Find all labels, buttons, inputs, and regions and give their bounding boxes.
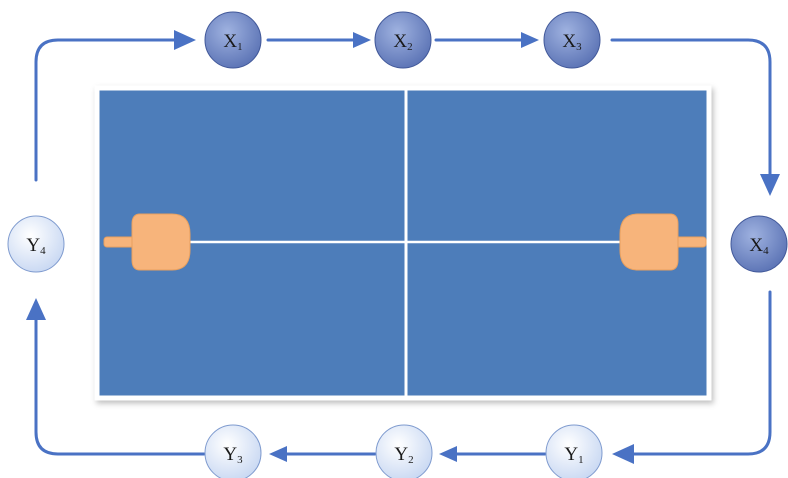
arrow-y4-to-x1 bbox=[34, 38, 182, 182]
arrow-head-x2-to-x3 bbox=[521, 32, 539, 48]
node-x4: X4 bbox=[730, 215, 788, 273]
node-y4-letter: Y bbox=[26, 235, 40, 256]
arrow-head-y2-to-y3 bbox=[269, 446, 287, 462]
node-x3-letter: X bbox=[562, 31, 576, 52]
node-x1: X1 bbox=[204, 11, 262, 69]
arrow-x3-to-x4 bbox=[610, 38, 772, 178]
node-x1-subscript: 1 bbox=[237, 41, 243, 53]
node-y4: Y4 bbox=[7, 215, 65, 273]
arrow-head-y4-to-x1 bbox=[174, 30, 196, 50]
svg-text:X2: X2 bbox=[393, 31, 412, 53]
arrow-x4-to-y1 bbox=[630, 290, 772, 456]
arrow-head-y1-to-y2 bbox=[439, 446, 457, 462]
svg-text:X4: X4 bbox=[749, 235, 769, 257]
arrow-y3-to-y4 bbox=[34, 316, 206, 456]
node-x2: X2 bbox=[374, 11, 432, 69]
svg-text:X1: X1 bbox=[223, 31, 242, 53]
node-y2: Y2 bbox=[375, 424, 433, 478]
arrow-head-x1-to-x2 bbox=[353, 32, 371, 48]
svg-text:Y2: Y2 bbox=[394, 444, 413, 466]
node-y3: Y3 bbox=[204, 424, 262, 478]
ping-pong-table bbox=[94, 85, 712, 401]
node-y4-subscript: 4 bbox=[40, 245, 46, 257]
node-x2-letter: X bbox=[393, 31, 407, 52]
node-y1: Y1 bbox=[545, 424, 603, 478]
node-x2-subscript: 2 bbox=[407, 41, 413, 53]
arrow-head-x4-to-y1 bbox=[612, 444, 634, 464]
node-x3-subscript: 3 bbox=[576, 41, 582, 53]
node-y3-subscript: 3 bbox=[237, 454, 243, 466]
arrow-head-y3-to-y4 bbox=[26, 298, 46, 320]
node-x3: X3 bbox=[543, 11, 601, 69]
node-y2-subscript: 2 bbox=[408, 454, 414, 466]
svg-text:Y3: Y3 bbox=[223, 444, 243, 466]
node-x1-letter: X bbox=[223, 31, 237, 52]
node-x4-letter: X bbox=[749, 235, 763, 256]
node-y3-letter: Y bbox=[223, 444, 237, 465]
node-x4-subscript: 4 bbox=[763, 245, 769, 257]
left-paddle-icon bbox=[103, 213, 191, 271]
svg-text:Y4: Y4 bbox=[26, 235, 46, 257]
svg-text:X3: X3 bbox=[562, 31, 582, 53]
node-y1-subscript: 1 bbox=[578, 454, 584, 466]
svg-text:Y1: Y1 bbox=[564, 444, 583, 466]
flow-arrows bbox=[26, 30, 780, 464]
node-y1-letter: Y bbox=[564, 444, 578, 465]
node-y2-letter: Y bbox=[394, 444, 408, 465]
right-paddle-icon bbox=[619, 213, 707, 271]
arrow-head-x3-to-x4 bbox=[760, 174, 780, 196]
